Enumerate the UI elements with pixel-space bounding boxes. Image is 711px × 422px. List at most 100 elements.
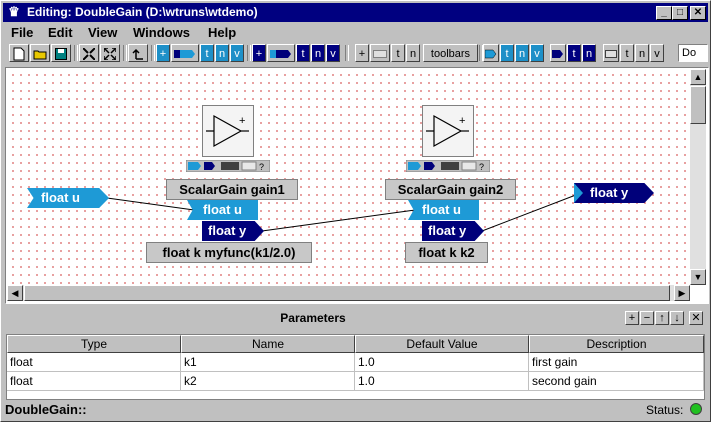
block-name-label[interactable]: ScalarGain gain1 bbox=[166, 179, 298, 200]
open-folder-icon bbox=[33, 50, 47, 60]
open-button[interactable] bbox=[30, 44, 50, 62]
table-cell[interactable]: k1 bbox=[181, 353, 355, 372]
block-output-port[interactable]: float y bbox=[202, 221, 264, 241]
svg-text:?: ? bbox=[479, 162, 484, 172]
block-output-port[interactable]: float y bbox=[422, 221, 484, 241]
component-combo[interactable]: Do bbox=[678, 44, 708, 62]
scroll-down-button[interactable]: ▼ bbox=[690, 269, 706, 285]
block-input-port[interactable]: float u bbox=[187, 200, 258, 220]
parameters-panel: Parameters + − ↑ ↓ ✕ Type Name Default V… bbox=[3, 306, 708, 401]
menu-edit[interactable]: Edit bbox=[48, 25, 73, 40]
name-toggle-n[interactable]: n bbox=[582, 44, 596, 62]
status-bar: DoubleGain:: Status: bbox=[3, 399, 708, 419]
output-port-marker bbox=[574, 183, 583, 203]
canvas-horizontal-scrollbar[interactable]: ◀ ▶ bbox=[7, 285, 690, 301]
param-icon bbox=[605, 50, 617, 58]
block-param-label[interactable]: float k k2 bbox=[405, 242, 488, 263]
value-toggle-v[interactable]: v bbox=[650, 44, 664, 62]
move-up-button[interactable]: ↑ bbox=[655, 311, 669, 325]
scroll-thumb[interactable] bbox=[690, 86, 706, 124]
move-down-button[interactable]: ↓ bbox=[670, 311, 684, 325]
close-icon: ✕ bbox=[691, 312, 701, 324]
new-file-button[interactable] bbox=[9, 44, 29, 62]
type-toggle-t[interactable]: t bbox=[620, 44, 634, 62]
column-header-name[interactable]: Name bbox=[181, 335, 355, 353]
name-toggle-n[interactable]: n bbox=[215, 44, 229, 62]
window-title: Editing: DoubleGain (D:\wtruns\wtdemo) bbox=[27, 5, 258, 19]
up-arrow-icon bbox=[132, 48, 143, 60]
up-arrow-icon: ↑ bbox=[659, 312, 665, 324]
type-toggle-t[interactable]: t bbox=[296, 44, 310, 62]
table-cell[interactable]: first gain bbox=[529, 353, 704, 372]
component-param-button[interactable] bbox=[603, 44, 619, 62]
save-button[interactable] bbox=[51, 44, 71, 62]
component-out-button[interactable] bbox=[550, 44, 566, 62]
block-input-port[interactable]: float u bbox=[408, 200, 479, 220]
add-input-button[interactable]: + bbox=[156, 44, 170, 62]
block-name-label[interactable]: ScalarGain gain2 bbox=[385, 179, 516, 200]
scroll-left-button[interactable]: ◀ bbox=[7, 285, 23, 301]
right-arrow-icon: ▶ bbox=[678, 288, 686, 298]
type-toggle-t[interactable]: t bbox=[200, 44, 214, 62]
output-port-button[interactable] bbox=[267, 44, 295, 62]
table-cell[interactable]: float bbox=[7, 372, 181, 391]
type-toggle-t[interactable]: t bbox=[500, 44, 514, 62]
name-toggle-n[interactable]: n bbox=[635, 44, 649, 62]
menu-file[interactable]: File bbox=[11, 25, 34, 40]
app-icon[interactable]: ♛ bbox=[8, 4, 20, 19]
canvas-vertical-scrollbar[interactable]: ▲ ▼ bbox=[690, 69, 706, 285]
value-toggle-v[interactable]: v bbox=[326, 44, 340, 62]
up-level-button[interactable] bbox=[128, 44, 148, 62]
scroll-up-button[interactable]: ▲ bbox=[690, 69, 706, 85]
param-button[interactable] bbox=[370, 44, 390, 62]
column-header-default-value[interactable]: Default Value bbox=[355, 335, 529, 353]
scalar-gain-block-gain1[interactable]: + bbox=[202, 105, 254, 157]
shrink-button[interactable] bbox=[79, 44, 99, 62]
input-port-float-u[interactable]: float u bbox=[27, 188, 109, 208]
table-cell[interactable]: 1.0 bbox=[355, 353, 529, 372]
diagram-canvas[interactable]: float u + ? ScalarGain g bbox=[7, 69, 689, 285]
diagram-canvas-frame: float u + ? ScalarGain g bbox=[5, 67, 709, 304]
svg-text:?: ? bbox=[259, 162, 264, 172]
connection-line bbox=[106, 197, 195, 211]
scroll-right-button[interactable]: ▶ bbox=[674, 285, 690, 301]
type-toggle-t[interactable]: t bbox=[567, 44, 581, 62]
value-toggle-v[interactable]: v bbox=[530, 44, 544, 62]
table-cell[interactable]: 1.0 bbox=[355, 372, 529, 391]
menu-view[interactable]: View bbox=[88, 25, 118, 40]
menu-windows[interactable]: Windows bbox=[133, 25, 190, 40]
connections bbox=[106, 192, 582, 232]
toolbar-separator bbox=[479, 45, 483, 61]
expand-button[interactable] bbox=[100, 44, 120, 62]
table-cell[interactable]: second gain bbox=[529, 372, 704, 391]
value-toggle-v[interactable]: v bbox=[230, 44, 244, 62]
param-icon bbox=[373, 50, 387, 58]
name-toggle-n[interactable]: n bbox=[515, 44, 529, 62]
output-port-float-y[interactable]: float y bbox=[574, 183, 654, 203]
close-panel-button[interactable]: ✕ bbox=[689, 311, 703, 325]
minimize-button[interactable]: _ bbox=[656, 6, 672, 20]
scalar-gain-block-gain2[interactable]: + bbox=[422, 105, 474, 157]
add-output-button[interactable]: + bbox=[252, 44, 266, 62]
name-toggle-n[interactable]: n bbox=[406, 44, 420, 62]
menu-bar: File Edit View Windows Help bbox=[3, 23, 708, 42]
name-toggle-n[interactable]: n bbox=[311, 44, 325, 62]
close-button[interactable]: ✕ bbox=[690, 6, 706, 20]
toolbar-separator bbox=[123, 45, 127, 61]
table-cell[interactable]: k2 bbox=[181, 372, 355, 391]
toolbars-button[interactable]: toolbars bbox=[423, 44, 478, 62]
column-header-type[interactable]: Type bbox=[7, 335, 181, 353]
maximize-button[interactable]: □ bbox=[672, 6, 688, 20]
scroll-thumb[interactable] bbox=[24, 285, 670, 301]
add-param-button[interactable]: + bbox=[355, 44, 369, 62]
remove-parameter-button[interactable]: − bbox=[640, 311, 654, 325]
component-in-button[interactable] bbox=[483, 44, 499, 62]
toolbar-separator bbox=[345, 45, 349, 61]
column-header-description[interactable]: Description bbox=[529, 335, 704, 353]
block-param-label[interactable]: float k myfunc(k1/2.0) bbox=[146, 242, 312, 263]
type-toggle-t[interactable]: t bbox=[391, 44, 405, 62]
menu-help[interactable]: Help bbox=[208, 25, 237, 40]
add-parameter-button[interactable]: + bbox=[625, 311, 639, 325]
input-port-button[interactable] bbox=[171, 44, 199, 62]
table-cell[interactable]: float bbox=[7, 353, 181, 372]
